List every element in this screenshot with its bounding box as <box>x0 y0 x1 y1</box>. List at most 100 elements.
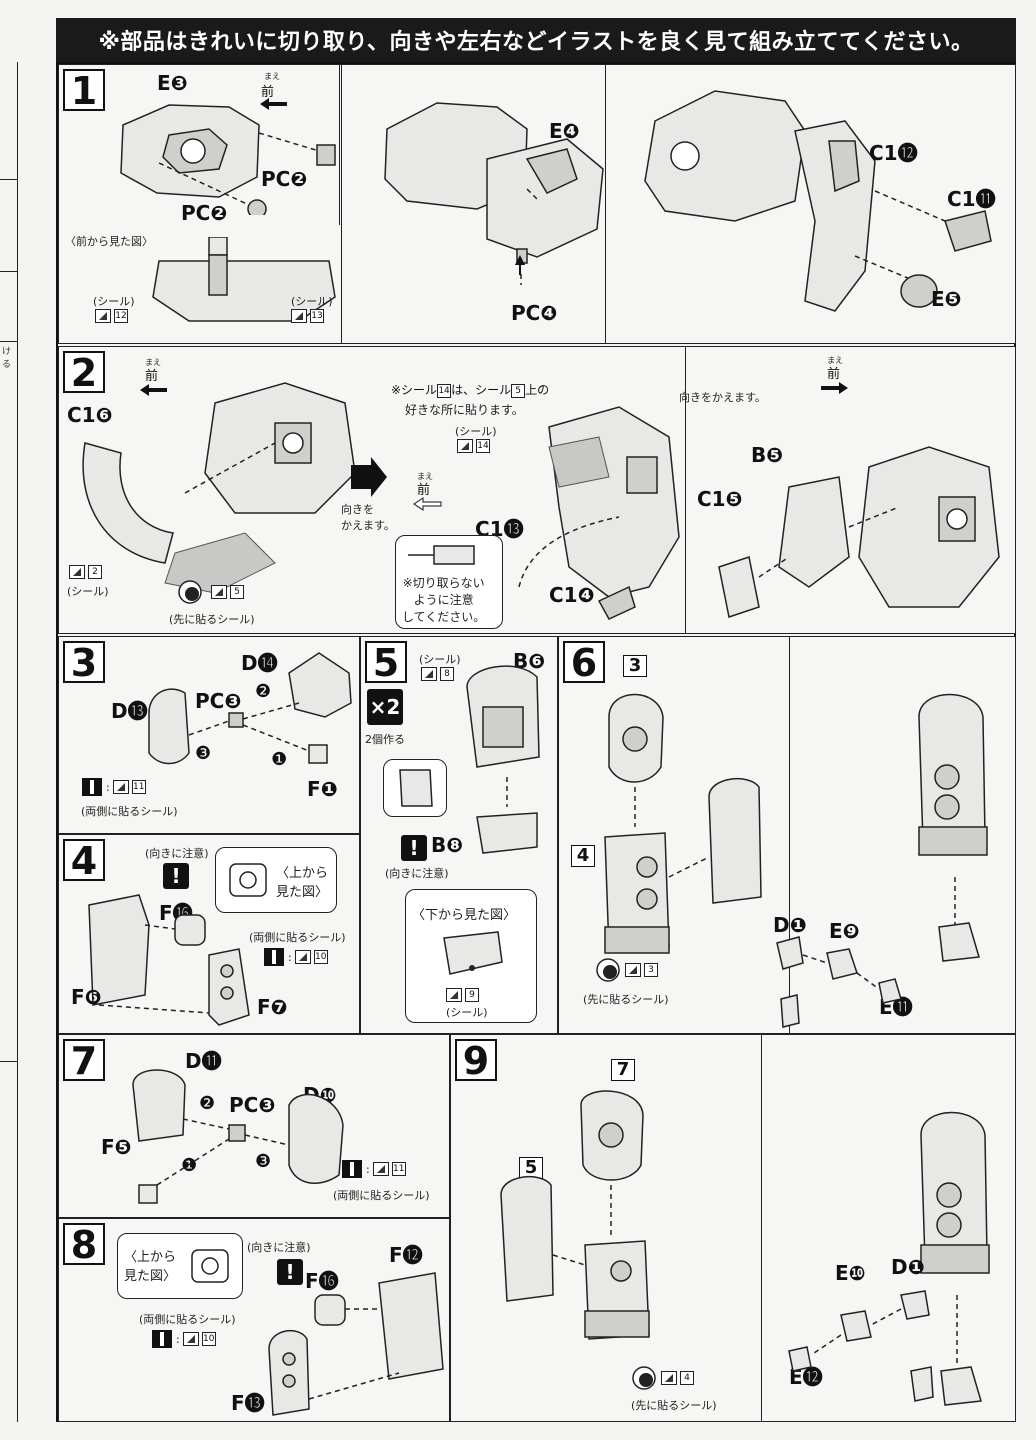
step-5-panel: 5 ×2 2個作る (シール) 8 B❻ ! B❽ (向きに注意) 〈下から見た… <box>360 636 558 1034</box>
sticker-icon <box>457 439 473 453</box>
bottom-view-label: 〈下から見た図〉 <box>412 908 517 923</box>
step-8-panel: 8 〈上から 見た図〉 (向きに注意) ! F⓬ F⓰ (両側に貼るシール) :… <box>58 1218 450 1422</box>
sticker-icon <box>69 565 85 579</box>
sticker-number: 11 <box>131 780 146 794</box>
sticker-9: 9 <box>446 988 479 1002</box>
sticker-icon <box>112 780 129 794</box>
part-label: PC❷ <box>181 201 228 225</box>
both-sides-note: (両側に貼るシール) <box>333 1189 430 1202</box>
divider <box>605 65 606 343</box>
order-1: ❶ <box>271 749 288 770</box>
both-sides-icon <box>152 1330 172 1348</box>
top-view-box: 〈上から 見た図〉 <box>215 847 337 913</box>
sticker-number: 9 <box>465 988 479 1002</box>
step-1-panel: 1 E❸ まえ 前 PC❷ PC❷ 〈前から見た図〉 (シール) 12 (シール… <box>58 64 1016 344</box>
both-sides-note: (両側に貼るシール) <box>81 805 178 818</box>
divider <box>339 65 340 225</box>
step-number: 4 <box>63 839 105 881</box>
part-label: PC❷ <box>261 167 308 191</box>
shoulder-block-illustration <box>466 665 540 854</box>
sticker-icon <box>372 1162 389 1176</box>
arm-assembly-illustration <box>148 652 352 765</box>
sticker-icon <box>291 309 307 323</box>
caution-box: ※切り取らない ように注意 してください。 <box>395 535 503 629</box>
sticker-12: 12 <box>95 309 128 323</box>
sticker-number: 10 <box>313 950 328 964</box>
sticker-number: 4 <box>680 1371 694 1385</box>
front-label: 前 <box>261 85 275 100</box>
arm-complete-illustration <box>920 1111 990 1406</box>
front-arrow-icon <box>260 98 287 110</box>
warning-icon: ! <box>277 1259 303 1285</box>
part-label: B❽ <box>431 833 464 857</box>
sticker-number: 12 <box>114 309 128 323</box>
sticker-dot-icon <box>596 958 620 982</box>
part-label: C1❺ <box>697 487 743 511</box>
sticker-icon <box>421 667 437 681</box>
part-label: F❺ <box>101 1135 132 1159</box>
part-label: F❻ <box>71 985 102 1009</box>
sticker-4: 4 <box>661 1371 694 1385</box>
divider <box>685 347 686 633</box>
caution-text: ※切り取らない ように注意 してください。 <box>402 576 486 624</box>
sticker-number: 5 <box>230 585 244 599</box>
sticker-number: 8 <box>440 667 454 681</box>
arm-complete-illustration <box>918 693 988 962</box>
order-2: ❷ <box>199 1093 216 1114</box>
both-sides-icon <box>82 778 102 796</box>
order-3: ❸ <box>255 1151 272 1172</box>
next-arrow-icon <box>351 457 387 497</box>
note-text: は、シール <box>451 383 512 397</box>
quantity-badge: ×2 <box>367 689 403 725</box>
note-text: 好きな所に貼ります。 <box>405 403 524 417</box>
part-label: D❶ <box>773 913 807 937</box>
step-4-panel: 4 (向きに注意) ! 〈上から 見た図〉 F⓰ (両側に貼るシール) : 10… <box>58 834 360 1034</box>
sticker-word: (シール) <box>419 653 461 666</box>
divider <box>789 637 790 1033</box>
sticker-icon <box>182 1332 199 1346</box>
sticker-number: 14 <box>437 383 452 398</box>
top-view-label: 〈上から 見た図〉 <box>124 1250 177 1284</box>
order-1: ❶ <box>181 1155 198 1176</box>
step-number: 9 <box>455 1039 497 1081</box>
part-label: C1❻ <box>67 403 113 427</box>
strip-seg <box>0 62 18 180</box>
both-sides-note: (両側に貼るシール) <box>139 1313 236 1326</box>
top-view-box: 〈上から 見た図〉 <box>117 1233 243 1299</box>
chest-side-illustration <box>718 446 1000 618</box>
part-label: E❿ <box>835 1261 866 1285</box>
chest-detail-illustration <box>518 406 680 620</box>
top-view-label: 〈上から 見た図〉 <box>276 866 329 900</box>
ref-step-3: 3 <box>623 655 647 677</box>
warning-icon: ! <box>401 835 427 861</box>
hand-parts-illustration <box>776 936 902 1028</box>
sticker-3: 3 <box>625 963 658 977</box>
step-2-panel: 2 まえ 前 C1❻ 2 (シール) 5 (先に貼るシール) 向きを かえます。… <box>58 346 1016 634</box>
sticker-word: (シール) <box>67 585 109 598</box>
part-label: PC❸ <box>229 1093 276 1117</box>
sticker-word: (シール) <box>93 295 135 308</box>
sticker-2: 2 <box>69 565 102 579</box>
top-view-icon <box>191 1249 229 1283</box>
sticker-number: 2 <box>88 565 102 579</box>
step-number: 8 <box>63 1223 105 1265</box>
ruby: まえ <box>417 472 433 481</box>
part-label: D⓫ <box>185 1049 222 1073</box>
sticker-10: : 10 <box>151 1329 216 1349</box>
front-label: 前 <box>417 483 431 498</box>
part-label: E❺ <box>931 287 962 311</box>
step-number: 6 <box>563 641 605 683</box>
sticker-dot-icon <box>632 1366 656 1390</box>
ruby: まえ <box>145 358 161 367</box>
sticker-13: 13 <box>291 309 324 323</box>
left-page-strip: ける <box>0 62 18 1422</box>
step-6-panel: 6 3 4 3 (先に貼るシール) D❶ E❾ E⓫ <box>558 636 1016 1034</box>
part-label: F❶ <box>307 777 338 801</box>
order-3: ❸ <box>195 743 212 764</box>
both-sides-note: (両側に貼るシール) <box>249 931 346 944</box>
part-label: F⓭ <box>231 1391 265 1415</box>
sticker-word: (シール) <box>291 295 333 308</box>
part-label: B❺ <box>751 443 784 467</box>
front-arrow-icon <box>140 384 167 396</box>
